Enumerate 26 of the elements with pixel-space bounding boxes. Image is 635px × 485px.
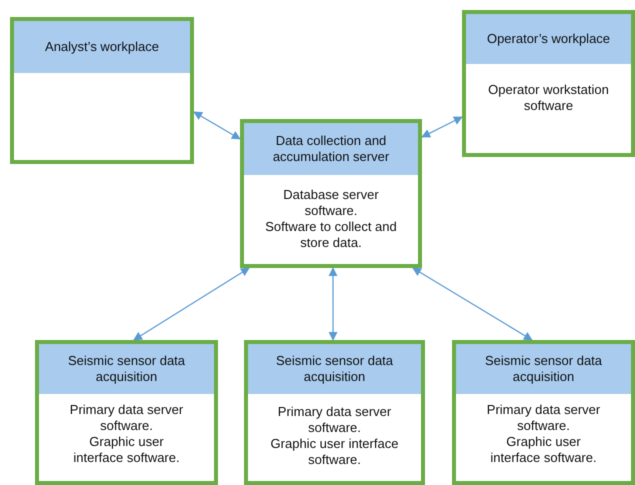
- component-box: [244, 340, 425, 485]
- heading-band: Seismic sensor data acquisition: [248, 344, 421, 394]
- component-box: [35, 340, 218, 485]
- description-text: Graphic user interface software.: [489, 434, 598, 466]
- double-arrow: [328, 267, 338, 341]
- description-text: Primary data server software.: [68, 402, 184, 434]
- component-box: [10, 17, 194, 164]
- double-arrow: [133, 268, 250, 340]
- description-text: Graphic user interface software.: [270, 436, 399, 468]
- double-arrow: [193, 111, 241, 140]
- description-text: Primary data server software.: [486, 402, 602, 434]
- component-box: [452, 340, 635, 485]
- description-text: Software to collect and store data.: [264, 218, 398, 250]
- component-box: [462, 10, 635, 157]
- description-text: Database server software.: [282, 187, 380, 219]
- heading-band: Seismic sensor data acquisition: [456, 344, 631, 394]
- heading-band: Seismic sensor data acquisition: [39, 344, 214, 394]
- double-arrow: [421, 116, 463, 138]
- description-text: Operator workstation software: [487, 82, 610, 114]
- heading-band: Analyst’s workplace: [14, 21, 190, 73]
- heading-band: Operator’s workplace: [466, 14, 631, 64]
- double-arrow: [412, 267, 533, 341]
- description-text: Primary data server software.: [276, 404, 392, 436]
- component-box: [240, 119, 422, 268]
- heading-band: Data collection and accumulation server: [244, 123, 418, 175]
- description-text: Graphic user interface software.: [72, 434, 181, 466]
